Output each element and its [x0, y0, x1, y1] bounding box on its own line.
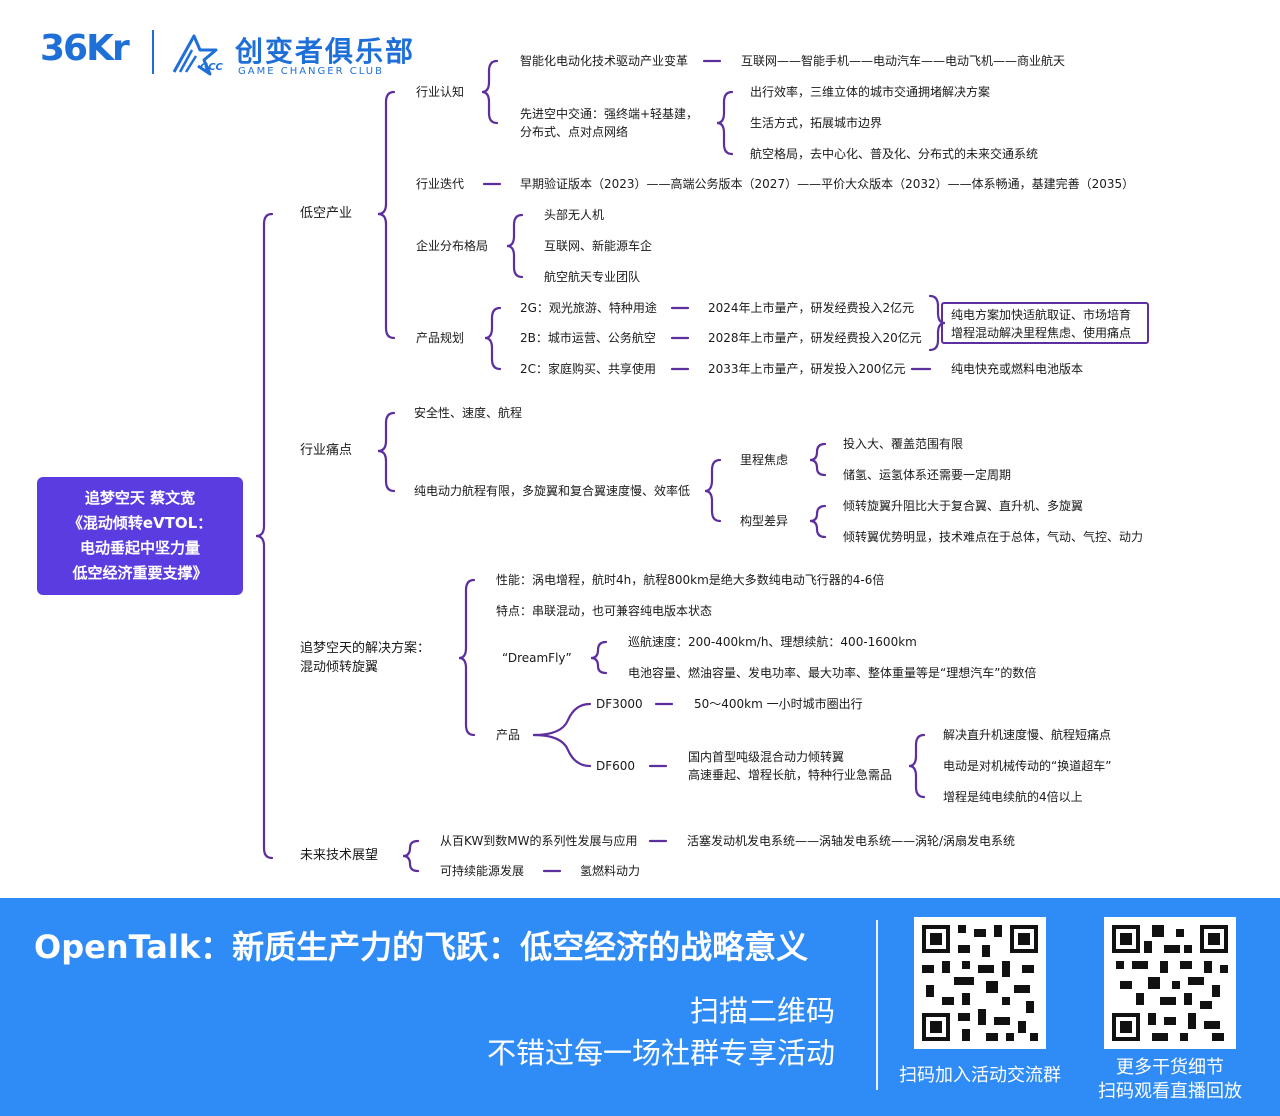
node-2g: 2G：观光旅游、特种用途	[520, 301, 657, 315]
box-line-2: 增程混动解决里程焦虑、使用痛点	[951, 326, 1132, 340]
root-line-4: 低空经济重要支撑》	[72, 564, 208, 582]
banner-subtitle-1: 扫描二维码	[689, 994, 835, 1028]
logo-36kr: 36Kr	[40, 28, 130, 69]
leaf-hydrogen-power: 氢燃料动力	[580, 864, 641, 878]
leaf-travel-efficiency: 出行效率，三维立体的城市交通拥堵解决方案	[750, 85, 991, 99]
node-df3000: DF3000	[596, 697, 643, 711]
leaf-performance: 性能：涡电增程，航时4h，航程800km是绝大多数纯电动飞行器的4-6倍	[496, 573, 885, 587]
banner-title: OpenTalk：新质生产力的飞跃：低空经济的战略意义	[34, 928, 809, 966]
gcc-star-logo-icon: GCC	[170, 30, 232, 76]
node-dreamfly: “DreamFly”	[502, 651, 572, 665]
node-configuration-diff: 构型差异	[740, 514, 789, 528]
leaf-aviation-pattern: 航空格局，去中心化、普及化、分布式的未来交通系统	[750, 147, 1039, 161]
node-2b: 2B：城市运营、公务航空	[520, 331, 656, 345]
node-industry-cognition: 行业认知	[416, 85, 465, 99]
leaf-helicopter-pain: 解决直升机速度慢、航程短痛点	[943, 728, 1112, 742]
qr-code-2-icon-group[interactable]	[1104, 917, 1236, 1049]
node-sustainable-energy: 可持续能源发展	[440, 864, 525, 878]
qr2-caption-line1: 更多干货细节	[1116, 1057, 1224, 1078]
leaf-2c-detail: 2033年上市量产，研发投入200亿元	[708, 362, 906, 376]
leaf-aerospace-teams: 航空航天专业团队	[544, 270, 641, 284]
node-products: 产品	[496, 728, 521, 742]
node-industry-iteration: 行业迭代	[416, 177, 465, 191]
leaf-fast-charge: 纯电快充或燃料电池版本	[951, 362, 1084, 376]
leaf-tiltwing-advantage: 倾转翼优势明显，技术难点在于总体，气动、气控、动力	[843, 530, 1144, 544]
root-line-1: 追梦空天 蔡文宽	[84, 489, 196, 507]
root-line-2: 《混动倾转eVTOL：	[67, 514, 213, 532]
node-solution-2: 混动倾转旋翼	[300, 660, 379, 675]
node-company-landscape: 企业分布格局	[416, 239, 489, 253]
brand-name-cn: 创变者俱乐部	[235, 35, 416, 68]
highlight-box: 纯电方案加快适航取证、市场培育 增程混动解决里程焦虑、使用痛点	[941, 302, 1149, 344]
leaf-lifestyle: 生活方式，拓展城市边界	[750, 116, 883, 130]
leaf-2b-detail: 2028年上市量产，研发经费投入20亿元	[708, 331, 922, 345]
node-kw-to-mw: 从百KW到数MW的系列性发展与应用	[440, 834, 638, 848]
leaf-capacity: 电池容量、燃油容量、发电功率、最大功率、整体重量等是“理想汽车”的数倍	[628, 666, 1037, 680]
leaf-hydrogen-cycle: 储氢、运氢体系还需要一定周期	[843, 468, 1012, 482]
leaf-2g-detail: 2024年上市量产，研发经费投入2亿元	[708, 301, 915, 315]
node-df600: DF600	[596, 759, 636, 773]
leaf-safety-speed-range: 安全性、速度、航程	[414, 406, 523, 420]
leaf-df600-line2: 高速垂起、增程长航，特种行业急需品	[688, 768, 893, 782]
node-electric-limits: 纯电动力航程有限，多旋翼和复合翼速度慢、效率低	[414, 484, 691, 498]
node-range-anxiety: 里程焦虑	[740, 453, 789, 467]
leaf-df600-line1: 国内首型吨级混合动力倾转翼	[688, 750, 845, 764]
footer-banner	[0, 898, 1280, 1116]
node-solution-1: 追梦空天的解决方案：	[300, 641, 431, 656]
node-future-tech: 未来技术展望	[300, 848, 379, 863]
leaf-iteration-timeline: 早期验证版本（2023）——高端公务版本（2027）——平价大众版本（2032）…	[520, 177, 1135, 191]
root-node: 追梦空天 蔡文宽 《混动倾转eVTOL： 电动垂起中坚力量 低空经济重要支撑》	[37, 477, 243, 595]
mindmap-connectors	[255, 59, 946, 873]
brand-name-en: GAME CHANGER CLUB	[238, 66, 384, 77]
leaf-range-4x: 增程是纯电续航的4倍以上	[943, 790, 1083, 804]
node-2c: 2C：家庭购买、共享使用	[520, 362, 657, 376]
qr1-caption: 扫码加入活动交流群	[899, 1065, 1061, 1086]
node-intelligent-electrification: 智能化电动化技术驱动产业变革	[520, 54, 689, 68]
root-line-3: 电动垂起中坚力量	[79, 539, 200, 557]
leaf-drone-leaders: 头部无人机	[544, 208, 605, 222]
node-product-planning: 产品规划	[416, 331, 465, 345]
leaf-tiltrotor-ld: 倾转旋翼升阻比大于复合翼、直升机、多旋翼	[843, 499, 1084, 513]
qr-code-icon-group[interactable]	[914, 917, 1046, 1049]
logo-divider	[152, 30, 154, 74]
banner-subtitle-2: 不错过每一场社群专享活动	[486, 1036, 835, 1070]
node-low-altitude-industry: 低空产业	[300, 206, 353, 221]
node-industry-pain-points: 行业痛点	[300, 443, 353, 458]
leaf-high-investment: 投入大、覆盖范围有限	[843, 437, 964, 451]
node-advanced-air-mobility-2: 分布式、点对点网络	[520, 125, 629, 139]
node-advanced-air-mobility-1: 先进空中交通：强终端+轻基建，	[520, 107, 699, 121]
leaf-evolution-chain: 互联网——智能手机——电动汽车——电动飞机——商业航天	[741, 54, 1066, 68]
qr2-caption: 更多干货细节 扫码观看直播回放	[1080, 1056, 1260, 1104]
qr2-caption-line2: 扫码观看直播回放	[1098, 1081, 1242, 1102]
banner-divider	[876, 920, 878, 1090]
leaf-df3000-detail: 50～400km 一小时城市圈出行	[694, 697, 863, 711]
leaf-features: 特点：串联混动，也可兼容纯电版本状态	[496, 604, 713, 618]
box-line-1: 纯电方案加快适航取证、市场培育	[951, 308, 1132, 322]
leaf-internet-ev: 互联网、新能源车企	[544, 239, 653, 253]
leaf-cruise-speed: 巡航速度：200-400km/h、理想续航：400-1600km	[628, 635, 917, 649]
leaf-electric-overtake: 电动是对机械传动的“换道超车”	[943, 759, 1112, 773]
leaf-generator-evolution: 活塞发动机发电系统——涡轴发电系统——涡轮/涡扇发电系统	[687, 834, 1016, 848]
